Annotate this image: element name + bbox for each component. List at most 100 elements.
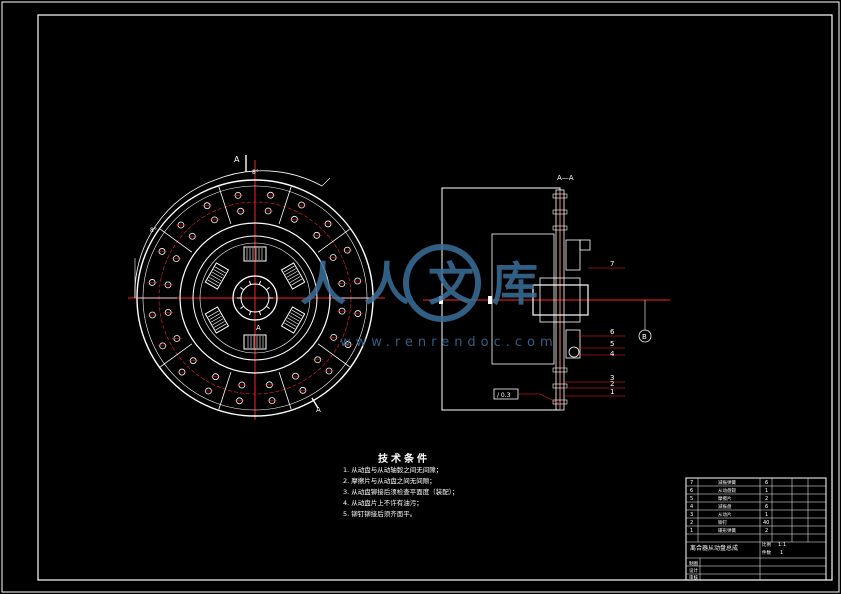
title-block-frame bbox=[685, 477, 827, 581]
svg-text:碟形弹簧: 碟形弹簧 bbox=[718, 527, 736, 534]
spring-coil bbox=[287, 317, 298, 325]
friction-ring-outer bbox=[136, 179, 374, 417]
svg-text:2: 2 bbox=[765, 496, 768, 502]
part-row: 4 减振盘 6 bbox=[690, 503, 768, 510]
section-cut-mark-bottom bbox=[311, 397, 319, 409]
spring-coil bbox=[214, 321, 225, 328]
part-row: 6 从动盘毂 1 bbox=[690, 487, 768, 494]
hub-section bbox=[532, 284, 589, 316]
svg-text:5: 5 bbox=[690, 496, 693, 502]
tech-req-item: 2. 摩擦片与从动盘之间无间隙； bbox=[343, 476, 436, 485]
section-title: A—A bbox=[557, 174, 574, 182]
inner-border bbox=[37, 14, 833, 581]
sign-row-label: 制图 bbox=[689, 560, 698, 567]
hub-outer bbox=[232, 275, 278, 321]
svg-text:7: 7 bbox=[690, 480, 693, 486]
svg-text:铆钉: 铆钉 bbox=[718, 519, 727, 526]
front-view: A A A 8° 8° bbox=[128, 155, 385, 420]
section-rivet bbox=[552, 193, 568, 199]
section-view: A—A / 0.3 B 7 6 bbox=[423, 174, 670, 411]
part-row: 3 从动片 1 bbox=[690, 511, 768, 518]
section-mark-top: A bbox=[234, 155, 240, 164]
section-rivet bbox=[552, 367, 568, 373]
sign-row-label: 设计 bbox=[689, 567, 698, 574]
spring-coil bbox=[213, 269, 225, 276]
dim-ext-line-top bbox=[321, 177, 331, 187]
svg-text:1: 1 bbox=[765, 512, 768, 518]
tolerance-value: / 0.3 bbox=[497, 392, 511, 399]
spring-coil bbox=[290, 312, 301, 319]
inner-rivet-mark bbox=[488, 296, 492, 304]
parts-list: 7 减振弹簧 6 6 从动盘毂 1 5 摩擦片 2 4 减振盘 6 3 从动片 bbox=[690, 479, 769, 534]
svg-text:1: 1 bbox=[690, 528, 693, 534]
segment-slot bbox=[278, 372, 292, 410]
balloon-label: 6 bbox=[610, 328, 615, 336]
spring-coil bbox=[212, 318, 224, 325]
sheet-label: 件数 bbox=[762, 549, 771, 556]
part-row: 5 摩擦片 2 bbox=[690, 495, 768, 502]
svg-text:从动片: 从动片 bbox=[718, 511, 732, 518]
spring-coil bbox=[288, 273, 299, 281]
svg-text:3: 3 bbox=[690, 512, 693, 518]
drawing-name: 离合器从动盘总成 bbox=[690, 544, 738, 552]
rivet-holes bbox=[147, 191, 363, 405]
part-row: 2 铆钉 40 bbox=[690, 519, 769, 526]
svg-text:摩擦片: 摩擦片 bbox=[718, 495, 732, 502]
spring-coil bbox=[291, 278, 302, 286]
svg-text:40: 40 bbox=[763, 520, 769, 526]
svg-text:6: 6 bbox=[765, 480, 768, 486]
damper-disc-outer bbox=[192, 235, 318, 361]
damper-spring bbox=[243, 334, 267, 350]
damper-springs bbox=[204, 246, 306, 350]
tech-req-item: 4. 从动盘片上不许有油污； bbox=[343, 498, 423, 507]
svg-text:2: 2 bbox=[765, 528, 768, 534]
spline-tooth bbox=[240, 287, 244, 291]
part-row: 1 碟形弹簧 2 bbox=[690, 527, 768, 534]
damper-cover-section bbox=[579, 239, 591, 251]
spring-coil bbox=[284, 322, 295, 330]
spline-tooth bbox=[266, 305, 270, 309]
svg-text:从动盘毂: 从动盘毂 bbox=[718, 487, 736, 494]
section-rivets bbox=[552, 193, 568, 405]
balloon-2: 2 bbox=[564, 380, 625, 389]
watermark-text: 人人文库 bbox=[300, 257, 556, 311]
scale-value: 1:1 bbox=[778, 542, 786, 548]
balloon-1: 1 bbox=[564, 388, 625, 397]
section-rivet bbox=[552, 225, 568, 231]
friction-ring-inner bbox=[179, 222, 331, 374]
datum-label: B bbox=[642, 333, 647, 341]
spring-pocket-upper bbox=[565, 239, 581, 271]
spring-coil bbox=[209, 313, 221, 320]
svg-text:6: 6 bbox=[765, 504, 768, 510]
spring-coil bbox=[211, 315, 222, 323]
tech-req-title: 技术条件 bbox=[378, 452, 430, 465]
hub-splines bbox=[237, 280, 273, 316]
angle-label-left: 8° bbox=[150, 227, 157, 234]
balloon-3: 3 bbox=[564, 374, 625, 383]
balloon-4: 4 bbox=[580, 350, 625, 358]
hub-flange-section bbox=[539, 277, 581, 323]
angle-dimension-arc-left bbox=[134, 179, 216, 299]
parts-list-grid bbox=[686, 478, 826, 580]
section-rivet bbox=[552, 383, 568, 389]
spring-coil bbox=[289, 276, 301, 283]
damper-spring bbox=[243, 246, 267, 262]
spring-coil bbox=[207, 279, 219, 287]
left-rivet-mark bbox=[439, 296, 443, 304]
spring-coil bbox=[212, 271, 223, 279]
balloon-6: 6 bbox=[578, 328, 625, 337]
balloon-label: 3 bbox=[610, 374, 614, 382]
watermark-logo-ring bbox=[403, 244, 481, 322]
sheet-value: 1 bbox=[780, 550, 783, 556]
angle-label-top: 8° bbox=[252, 169, 259, 176]
tech-req-item: 5. 铆钉铆接后须齐面平。 bbox=[343, 509, 416, 518]
balloon-label: 4 bbox=[610, 350, 615, 358]
spring-window bbox=[204, 306, 230, 334]
spring-pocket-lower bbox=[565, 329, 581, 359]
section-mark-bottom: A bbox=[316, 406, 321, 414]
svg-text:2: 2 bbox=[690, 520, 693, 526]
spline-tooth bbox=[258, 311, 262, 316]
spring-coil bbox=[285, 268, 296, 275]
segment-slot bbox=[160, 228, 193, 253]
